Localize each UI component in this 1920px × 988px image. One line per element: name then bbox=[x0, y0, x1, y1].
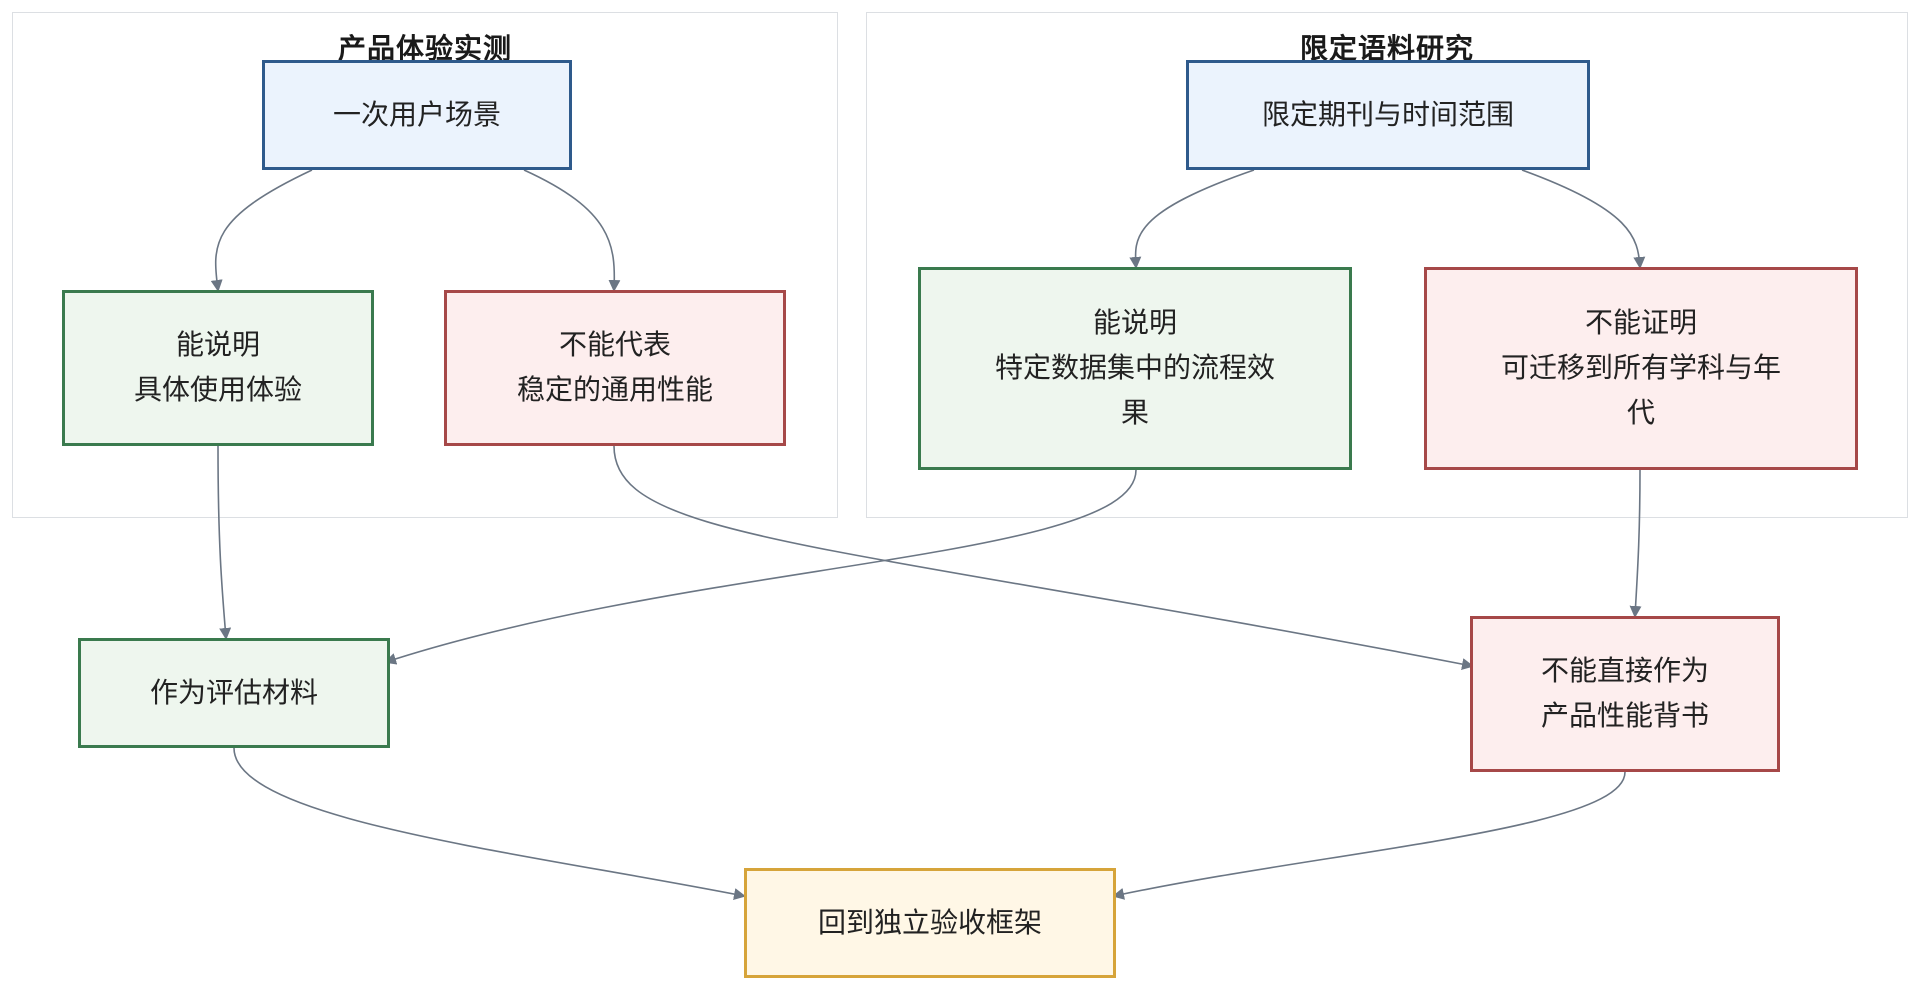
node-user-scene-label: 一次用户场景 bbox=[332, 97, 501, 131]
cluster-title-product-experience: 产品体验实测 bbox=[337, 32, 512, 65]
edge-explain-flow-to-eval-material bbox=[384, 469, 1137, 665]
edge-user-scene-to-explain-use bbox=[210, 169, 313, 292]
node-back-framework-label: 回到独立验收框架 bbox=[817, 905, 1042, 939]
node-explain-use-label: 能说明 具体使用体验 bbox=[133, 328, 302, 406]
node-eval-material: 作为评估材料 bbox=[78, 638, 390, 748]
cluster-title-limited-corpus: 限定语料研究 bbox=[1299, 32, 1474, 65]
edge-explain-use-to-eval-material bbox=[217, 445, 232, 640]
edge-user-scene-to-not-represent bbox=[523, 169, 621, 292]
node-not-endorse: 不能直接作为 产品性能背书 bbox=[1470, 616, 1780, 772]
edge-limited-scope-to-explain-flow bbox=[1129, 169, 1255, 269]
edge-not-represent-to-not-endorse bbox=[613, 445, 1474, 670]
edge-not-prove-to-not-endorse bbox=[1629, 469, 1642, 618]
node-limited-scope-label: 限定期刊与时间范围 bbox=[1261, 97, 1514, 131]
node-not-endorse-label: 不能直接作为 产品性能背书 bbox=[1540, 654, 1709, 732]
edge-eval-material-to-framework bbox=[233, 747, 746, 900]
node-back-framework: 回到独立验收框架 bbox=[744, 868, 1116, 978]
node-not-represent: 不能代表 稳定的通用性能 bbox=[444, 290, 786, 446]
node-limited-scope: 限定期刊与时间范围 bbox=[1186, 60, 1590, 170]
node-explain-flow: 能说明 特定数据集中的流程效 果 bbox=[918, 267, 1352, 470]
node-not-represent-label: 不能代表 稳定的通用性能 bbox=[516, 328, 713, 406]
node-eval-material-label: 作为评估材料 bbox=[149, 675, 318, 709]
edge-not-endorse-to-framework bbox=[1112, 771, 1626, 900]
node-user-scene: 一次用户场景 bbox=[262, 60, 572, 170]
node-not-prove: 不能证明 可迁移到所有学科与年 代 bbox=[1424, 267, 1858, 470]
node-not-prove-label: 不能证明 可迁移到所有学科与年 代 bbox=[1500, 306, 1781, 429]
node-explain-use: 能说明 具体使用体验 bbox=[62, 290, 374, 446]
edge-limited-scope-to-not-prove bbox=[1521, 169, 1646, 269]
node-explain-flow-label: 能说明 特定数据集中的流程效 果 bbox=[994, 306, 1275, 429]
